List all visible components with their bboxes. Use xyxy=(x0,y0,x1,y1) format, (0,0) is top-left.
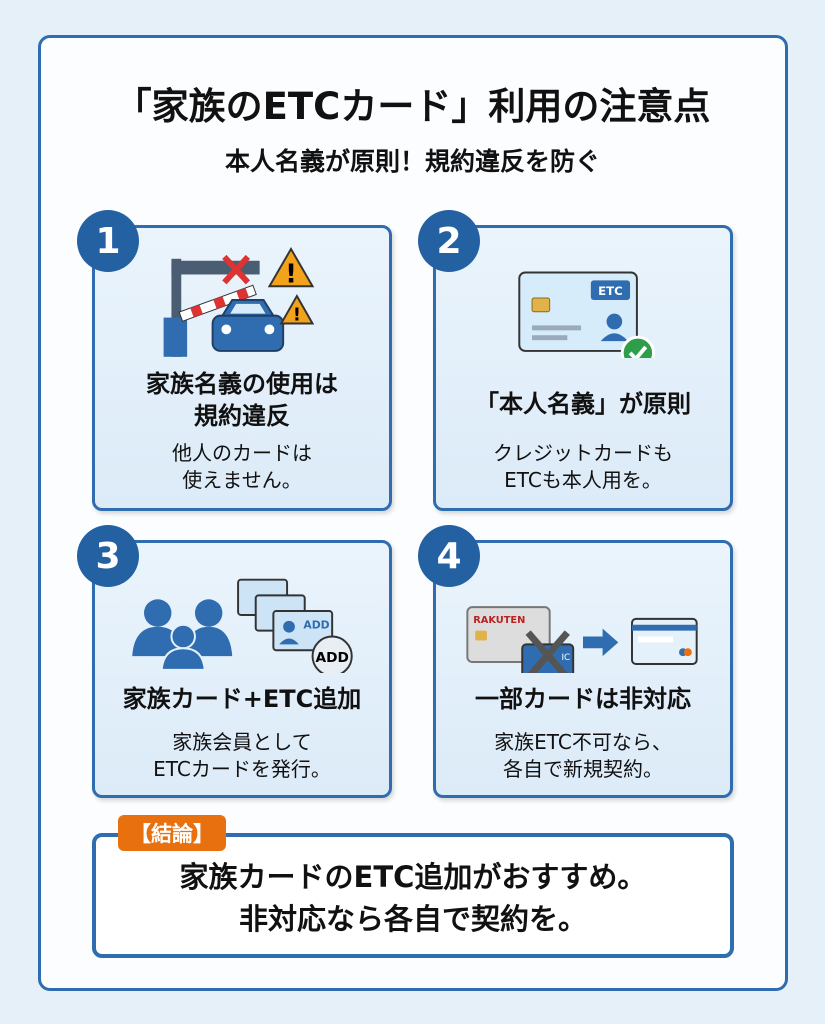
conclusion-box: 家族カードのETC追加がおすすめ。 非対応なら各自で契約を。 xyxy=(92,833,734,958)
card-heading-line: 規約違反 xyxy=(194,402,290,430)
card-text-line: 各自で新規契約。 xyxy=(503,757,663,781)
add-badge-label: ADD xyxy=(315,650,348,666)
family-add-cards-icon: ADD ADD xyxy=(132,578,353,673)
card-heading-line: 家族名義の使用は xyxy=(146,370,338,398)
etc-card-label: ETC xyxy=(598,284,623,298)
conclusion-line: 非対応なら各自で契約を。 xyxy=(238,902,587,936)
card-some-not-supported: 4 RAKUTEN IC 一部カードは非対応 家族ETC不可なら、 各自で新規契… xyxy=(418,525,733,798)
card-text-line: ETCカードを発行。 xyxy=(153,757,331,781)
card-text-line: ETCも本人用を。 xyxy=(504,468,662,492)
step-number: 2 xyxy=(418,210,480,272)
card-family-card-etc: 3 ADD ADD 家族カード+ETC追加 家族会員として ETCカードを発行。 xyxy=(77,525,392,798)
card-not-supported-arrow-icon: RAKUTEN IC xyxy=(466,606,698,673)
page-title: 「家族のETCカード」利用の注意点 xyxy=(114,85,711,128)
card-text-line: 家族ETC不可なら、 xyxy=(494,730,672,754)
step-number: 4 xyxy=(418,525,480,587)
conclusion-badge: 【結論】 xyxy=(118,815,226,851)
card-own-name-principle: 2 ETC 「本人名義」が原則 クレジットカードも ETCも本人用を。 xyxy=(418,210,733,511)
step-number: 3 xyxy=(77,525,139,587)
svg-text:!: ! xyxy=(285,259,297,289)
toll-gate-blocked-car-warning-icon: ! ! xyxy=(163,247,315,357)
card-text-line: クレジットカードも xyxy=(493,441,673,465)
card-heading-line: 「本人名義」が原則 xyxy=(475,390,691,418)
svg-text:!: ! xyxy=(293,306,301,326)
card-family-name-violation: 1 ! ! 家族名義の使用は 規約違反 他人のカードは 使えません。 xyxy=(77,210,392,511)
card-heading-line: 一部カードは非対応 xyxy=(475,685,691,713)
etc-card-check-icon: ETC xyxy=(518,271,656,358)
step-number: 1 xyxy=(77,210,139,272)
etc-fragment-label: IC xyxy=(561,653,570,663)
page-subtitle: 本人名義が原則！規約違反を防ぐ xyxy=(224,147,600,176)
card-text-line: 使えません。 xyxy=(182,468,302,492)
conclusion-line: 家族カードのETC追加がおすすめ。 xyxy=(179,860,647,894)
add-card-label: ADD xyxy=(303,619,329,632)
card-text-line: 家族会員として xyxy=(172,730,312,754)
card-heading-line: 家族カード+ETC追加 xyxy=(122,685,362,713)
brand-label: RAKUTEN xyxy=(473,615,525,626)
card-text-line: 他人のカードは xyxy=(172,441,312,465)
